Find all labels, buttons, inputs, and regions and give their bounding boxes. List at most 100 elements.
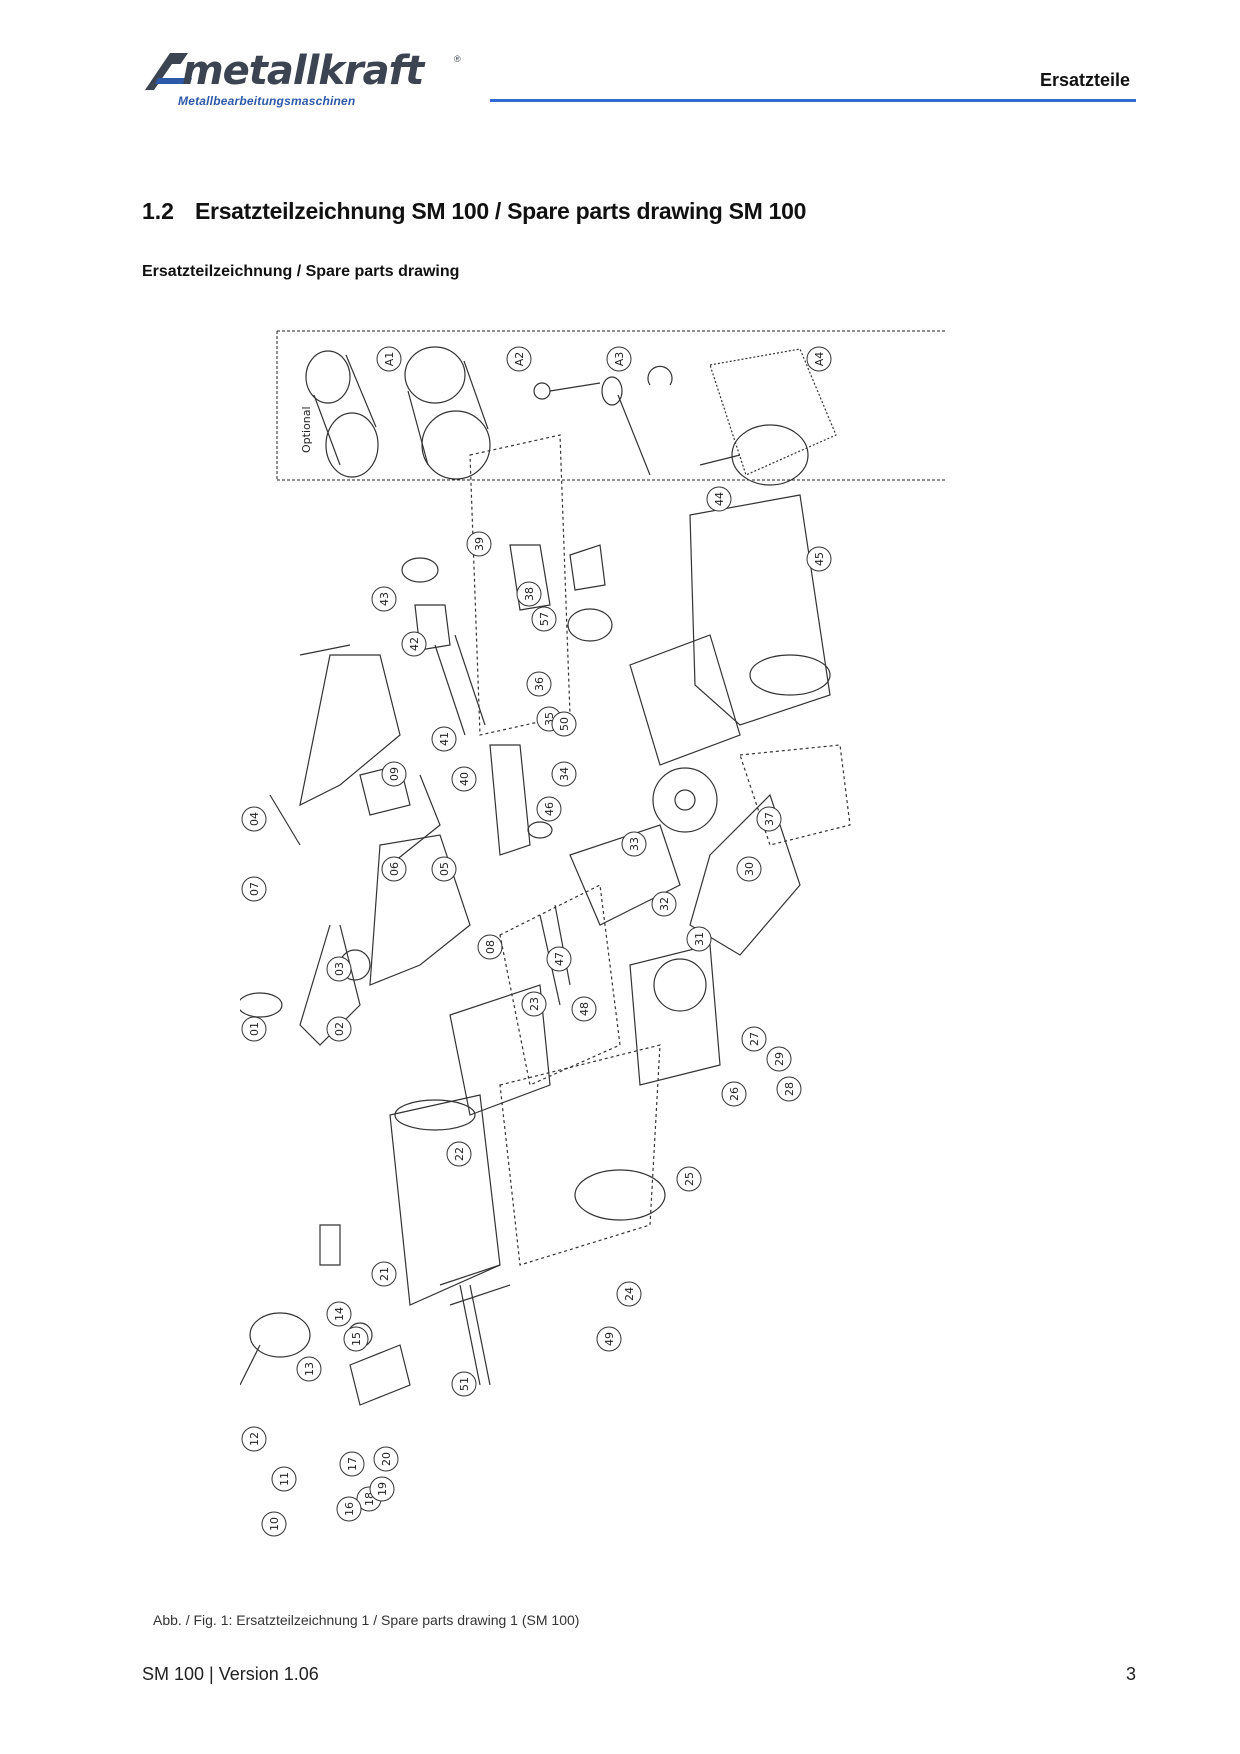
part-callout: A4 xyxy=(806,346,832,372)
part-callout: 49 xyxy=(596,1326,622,1352)
part-callout-circle xyxy=(339,1451,365,1477)
part-callout-circle xyxy=(741,1026,767,1052)
part-callout-circle xyxy=(241,1016,267,1042)
part-callout: 22 xyxy=(446,1141,472,1167)
part-callout: 38 xyxy=(516,581,542,607)
part-callout: 33 xyxy=(621,831,647,857)
part-callout-circle xyxy=(296,1356,322,1382)
part-callout-circle xyxy=(536,796,562,822)
part-callout: 15 xyxy=(343,1326,369,1352)
part-callout: 30 xyxy=(736,856,762,882)
part-number-label: 19 xyxy=(376,1482,389,1496)
part-callout: A1 xyxy=(376,346,402,372)
part-number-label: 57 xyxy=(538,612,551,626)
part-number-label: 41 xyxy=(438,732,451,746)
part-callout-circle xyxy=(526,671,552,697)
metallkraft-logo: metallkraft ® Metallbearbeitungsmaschine… xyxy=(140,48,470,110)
part-number-label: 17 xyxy=(346,1457,359,1471)
part-callout-circle xyxy=(241,876,267,902)
optional-parts-box: Optional xyxy=(276,330,945,486)
part-number-label: 51 xyxy=(458,1377,471,1391)
figure-caption: Abb. / Fig. 1: Ersatzteilzeichnung 1 / S… xyxy=(153,1612,580,1628)
part-number-label: 31 xyxy=(693,932,706,946)
part-number-label: 11 xyxy=(278,1472,291,1486)
part-callout-circle xyxy=(326,956,352,982)
part-callout-circle xyxy=(706,486,732,512)
part-number-label: 23 xyxy=(528,997,541,1011)
part-number-label: 37 xyxy=(763,812,776,826)
part-callout-circle xyxy=(369,1476,395,1502)
part-callout: 48 xyxy=(571,996,597,1022)
part-callout: 11 xyxy=(271,1466,297,1492)
part-callout-circle xyxy=(261,1511,287,1537)
part-callout: A2 xyxy=(506,346,532,372)
part-number-label: 06 xyxy=(388,862,401,876)
part-callout: 47 xyxy=(546,946,572,972)
part-callout-circle xyxy=(376,346,402,372)
part-callout-circle xyxy=(241,806,267,832)
part-callout-circle xyxy=(721,1081,747,1107)
section-subtitle: Ersatzteilzeichnung / Spare parts drawin… xyxy=(142,263,460,280)
part-number-label: 40 xyxy=(458,772,471,786)
part-number-label: A4 xyxy=(813,352,826,367)
optional-label: Optional xyxy=(300,406,313,453)
part-callout: 20 xyxy=(373,1446,399,1472)
part-callout-circle xyxy=(326,1301,352,1327)
part-callout: 42 xyxy=(401,631,427,657)
part-number-label: 09 xyxy=(388,767,401,781)
part-callout: 37 xyxy=(756,806,782,832)
part-callout-circle xyxy=(477,934,503,960)
part-callout: 44 xyxy=(706,486,732,512)
part-callout: 57 xyxy=(531,606,557,632)
part-callout-circle xyxy=(521,991,547,1017)
part-number-label: 01 xyxy=(248,1022,261,1036)
part-callout: 17 xyxy=(339,1451,365,1477)
footer-version: SM 100 | Version 1.06 xyxy=(142,1664,319,1684)
part-callout: 40 xyxy=(451,766,477,792)
part-callout-circle xyxy=(451,1371,477,1397)
part-number-label: 20 xyxy=(380,1452,393,1466)
part-callout: 07 xyxy=(241,876,267,902)
page-number: 3 xyxy=(1125,1664,1136,1684)
part-callout: 21 xyxy=(371,1261,397,1287)
part-number-label: 48 xyxy=(578,1002,591,1016)
logo-mark-icon xyxy=(145,53,192,90)
part-callout: 02 xyxy=(326,1016,352,1042)
part-callout-circle xyxy=(766,1046,792,1072)
part-callout: 27 xyxy=(741,1026,767,1052)
exploded-parts xyxy=(240,434,851,1406)
part-callout-circle xyxy=(546,946,572,972)
part-number-label: 07 xyxy=(248,882,261,896)
part-callout: 16 xyxy=(336,1496,362,1522)
part-number-label: 12 xyxy=(248,1432,261,1446)
part-callout: 31 xyxy=(686,926,712,952)
part-callout-circle xyxy=(381,856,407,882)
part-callout-circle xyxy=(551,711,577,737)
part-number-label: 14 xyxy=(333,1307,346,1321)
part-number-label: 25 xyxy=(683,1172,696,1186)
part-callout-circle xyxy=(431,726,457,752)
part-number-label: 39 xyxy=(473,537,486,551)
section-title: Ersatzteilzeichnung SM 100 / Spare parts… xyxy=(195,198,807,224)
part-callout: 36 xyxy=(526,671,552,697)
part-callout: 51 xyxy=(451,1371,477,1397)
part-callout: 24 xyxy=(616,1281,642,1307)
part-callout: 05 xyxy=(431,856,457,882)
part-number-label: 10 xyxy=(268,1517,281,1531)
part-callout-circle xyxy=(621,831,647,857)
part-callout-circle xyxy=(241,1426,267,1452)
logo-wordmark: metallkraft xyxy=(182,48,424,94)
part-number-label: 30 xyxy=(743,862,756,876)
part-callout-circle xyxy=(466,531,492,557)
part-number-label: 28 xyxy=(783,1082,796,1096)
part-callout-circle xyxy=(616,1281,642,1307)
part-callout-circle xyxy=(806,346,832,372)
part-number-label: 15 xyxy=(350,1332,363,1346)
part-callout: 32 xyxy=(651,891,677,917)
part-callout: 14 xyxy=(326,1301,352,1327)
part-callout-circle xyxy=(806,546,832,572)
part-callout: 23 xyxy=(521,991,547,1017)
part-number-label: 08 xyxy=(484,940,497,954)
part-callout-circle xyxy=(451,766,477,792)
